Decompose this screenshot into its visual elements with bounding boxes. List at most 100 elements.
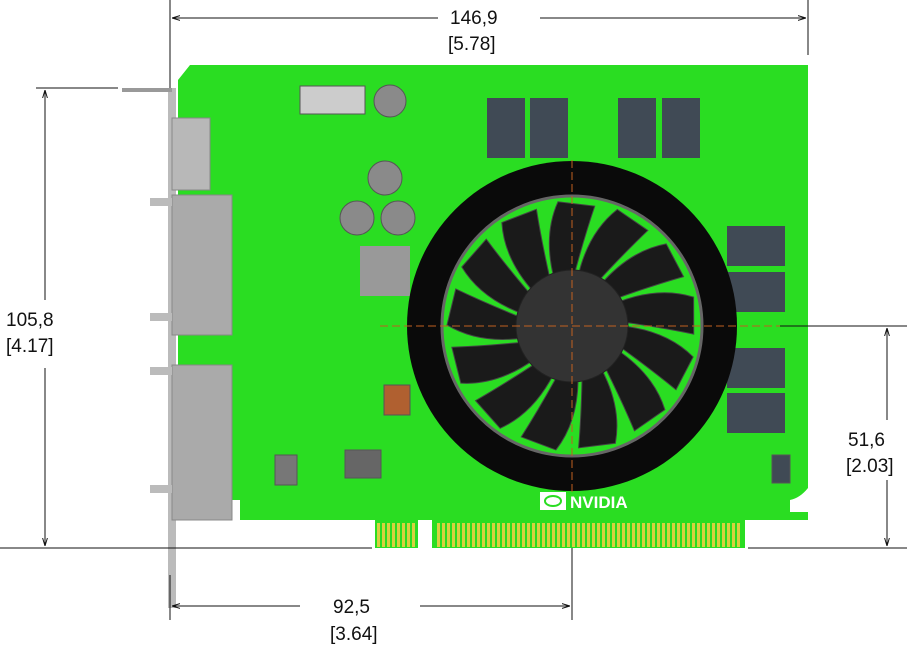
height-in-label: [4.17] [6, 336, 54, 357]
fan-blade [617, 325, 694, 391]
fan-blade [615, 292, 695, 335]
gold-finger [512, 523, 515, 547]
gold-finger [442, 523, 445, 547]
dvi-port-top [171, 194, 233, 336]
gold-finger [662, 523, 665, 547]
hdmi-port [171, 117, 211, 191]
pcie-gold-fingers [377, 523, 740, 547]
gold-finger [492, 523, 495, 547]
gold-finger [547, 523, 550, 547]
gold-finger [587, 523, 590, 547]
gold-finger [447, 523, 450, 547]
gold-finger [517, 523, 520, 547]
gold-finger [537, 523, 540, 547]
fan-blade [548, 201, 596, 280]
gold-finger [642, 523, 645, 547]
fan-blade [451, 341, 536, 384]
gold-finger [487, 523, 490, 547]
gold-finger [522, 523, 525, 547]
gold-finger [577, 523, 580, 547]
gold-finger [392, 523, 395, 547]
gold-finger [557, 523, 560, 547]
gold-finger [467, 523, 470, 547]
fan-offset-mm-label: 92,5 [333, 597, 370, 618]
width-in-label: [5.78] [448, 34, 496, 55]
gold-finger [572, 523, 575, 547]
gold-finger [597, 523, 600, 547]
gold-finger [732, 523, 735, 547]
io-bracket [122, 88, 233, 608]
fan-blade [520, 373, 579, 451]
gold-finger [602, 523, 605, 547]
fan-centerlines [380, 160, 780, 492]
gold-finger [707, 523, 710, 547]
gold-finger [507, 523, 510, 547]
gold-finger [702, 523, 705, 547]
fan-blade [603, 348, 666, 432]
gold-finger [722, 523, 725, 547]
gold-finger [677, 523, 680, 547]
gold-finger [652, 523, 655, 547]
gold-finger [382, 523, 385, 547]
fan-height-mm-label: 51,6 [848, 430, 885, 451]
gold-finger [482, 523, 485, 547]
memory-chips [487, 98, 785, 433]
gold-finger [607, 523, 610, 547]
gold-finger [477, 523, 480, 547]
gold-finger [562, 523, 565, 547]
gold-finger [592, 523, 595, 547]
brand-logo-text: NVIDIA [570, 493, 628, 512]
gold-finger [692, 523, 695, 547]
gold-finger [502, 523, 505, 547]
gold-finger [532, 523, 535, 547]
gold-finger [412, 523, 415, 547]
fan-blade [474, 361, 555, 429]
gold-finger [622, 523, 625, 547]
gold-finger [627, 523, 630, 547]
fan-blade [578, 366, 618, 449]
gold-finger [457, 523, 460, 547]
gold-finger [632, 523, 635, 547]
gold-finger [727, 523, 730, 547]
gold-finger [452, 523, 455, 547]
gold-finger [472, 523, 475, 547]
fan-blade [446, 288, 524, 340]
fan-blade [461, 238, 533, 315]
fan-blade [501, 208, 551, 294]
fan-blade [599, 243, 685, 300]
gold-finger [582, 523, 585, 547]
gold-finger [402, 523, 405, 547]
gold-finger [527, 523, 530, 547]
gold-finger [657, 523, 660, 547]
gold-finger [462, 523, 465, 547]
gold-finger [717, 523, 720, 547]
gold-finger [552, 523, 555, 547]
gold-finger [612, 523, 615, 547]
gold-finger [712, 523, 715, 547]
gold-finger [672, 523, 675, 547]
gold-finger [697, 523, 700, 547]
gold-finger [687, 523, 690, 547]
height-mm-label: 105,8 [6, 310, 54, 331]
gold-finger [617, 523, 620, 547]
gold-finger [397, 523, 400, 547]
gold-finger [637, 523, 640, 547]
fan-blade [577, 208, 649, 284]
width-mm-label: 146,9 [450, 8, 498, 29]
fan-offset-in-label: [3.64] [330, 624, 378, 645]
nvidia-logo: NVIDIA [540, 492, 628, 512]
gold-finger [542, 523, 545, 547]
fan-height-in-label: [2.03] [846, 456, 894, 477]
gold-finger [667, 523, 670, 547]
gold-finger [647, 523, 650, 547]
dvi-port-bottom [171, 364, 233, 521]
gold-finger [437, 523, 440, 547]
dimension-lines [0, 0, 907, 620]
gold-finger [737, 523, 740, 547]
gold-finger [377, 523, 380, 547]
capacitors [274, 84, 791, 486]
gold-finger [497, 523, 500, 547]
gold-finger [567, 523, 570, 547]
gold-finger [387, 523, 390, 547]
